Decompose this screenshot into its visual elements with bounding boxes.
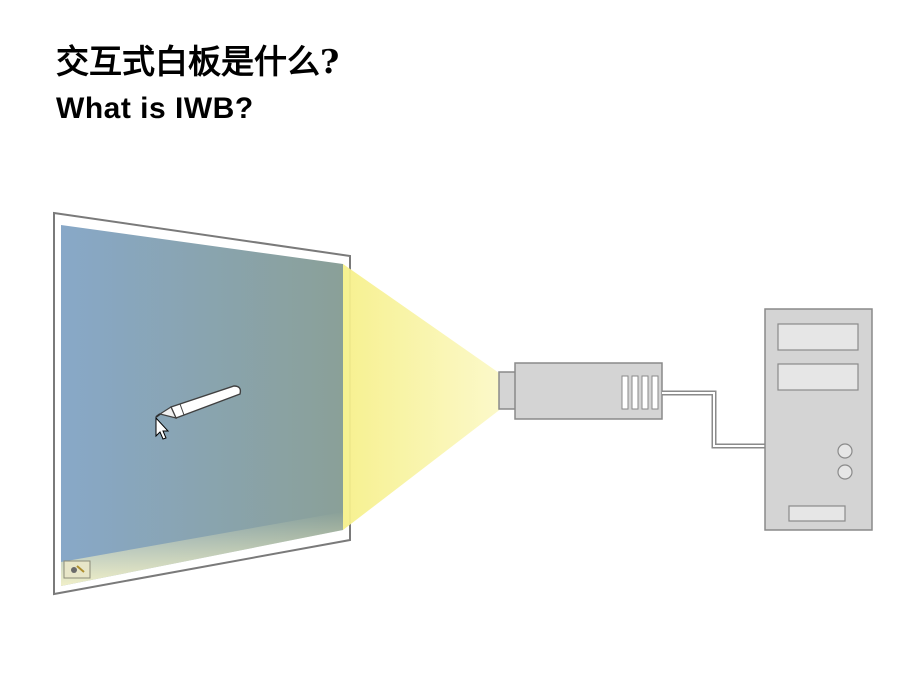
drive-bay-1 — [777, 323, 859, 351]
projector — [498, 362, 663, 420]
projector-vent — [621, 375, 659, 410]
projector-lens — [498, 371, 517, 410]
screen-bottom-glow — [61, 512, 343, 586]
pen-icon — [155, 385, 242, 419]
computer-tower — [764, 308, 873, 531]
tower-slot — [788, 505, 846, 522]
connection-cable — [662, 390, 765, 449]
power-button — [837, 443, 853, 459]
slide-title-chinese: 交互式白板是什么? — [56, 42, 340, 81]
cursor-arrow-icon — [155, 416, 170, 440]
projection-beam — [343, 264, 502, 530]
interactive-whiteboard — [53, 211, 351, 596]
slide-title-english: What is IWB? — [56, 92, 254, 125]
taskbar-pen-icon — [63, 560, 91, 579]
projector-body — [514, 362, 663, 420]
reset-button — [837, 464, 853, 480]
drive-bay-2 — [777, 363, 859, 391]
